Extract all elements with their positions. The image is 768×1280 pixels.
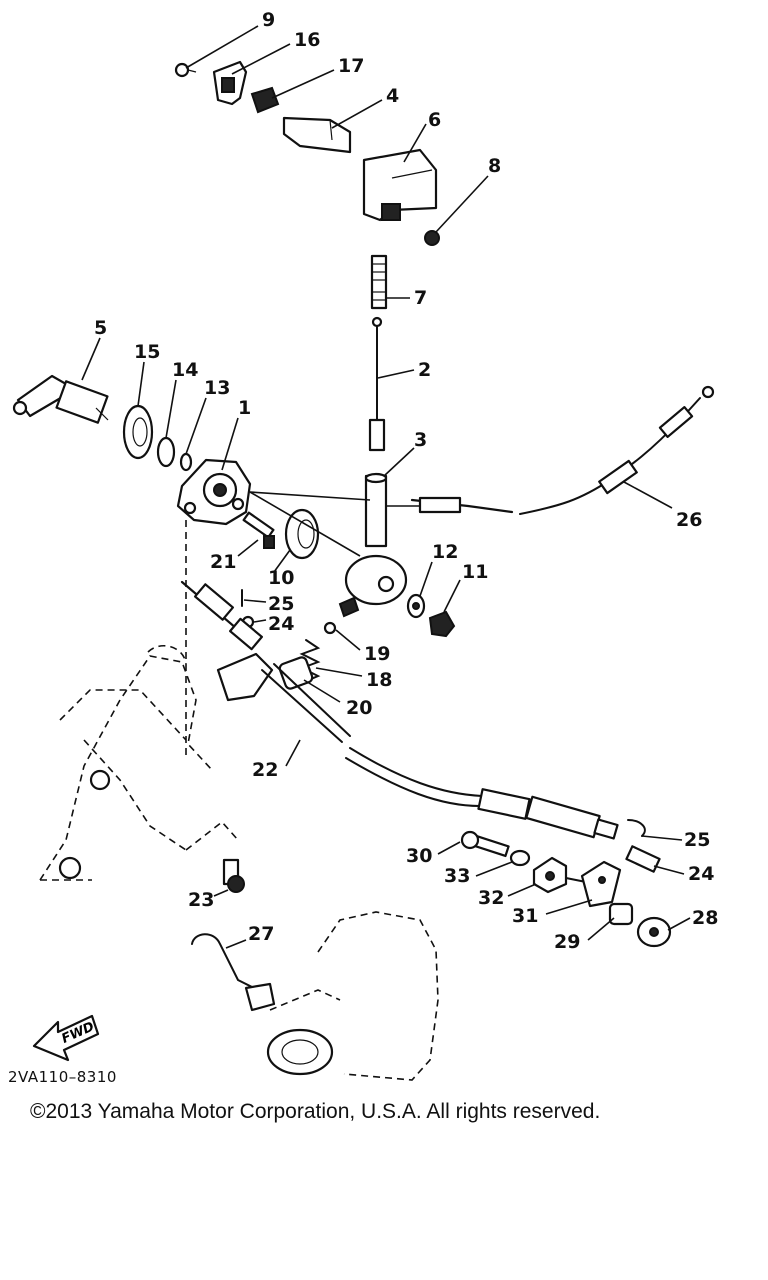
part-26-cable [410,385,715,515]
callout-19: 19 [364,643,390,665]
part-1-housing [176,458,252,526]
callout-31: 31 [512,905,538,927]
lower-gearcase [266,911,439,1081]
part-18-spring [299,639,321,683]
part-8-screw [424,230,440,246]
part-32-lever [532,856,587,894]
part-frame-bracket [39,520,239,881]
callout-14: 14 [172,359,198,381]
part-30-bolt [460,830,510,858]
callout-21: 21 [210,551,236,573]
part-29-collar [608,902,634,926]
callout-7: 7 [414,287,427,309]
callout-24b: 24 [688,863,714,885]
callout-18: 18 [366,669,392,691]
callout-2: 2 [418,359,431,381]
callout-8: 8 [488,155,501,177]
callout-25: 25 [268,593,294,615]
callout-27: 27 [248,923,274,945]
callout-10: 10 [268,567,294,589]
callout-16: 16 [294,29,320,51]
part-5-shaft [12,374,109,424]
callout-9: 9 [262,9,275,31]
part-7-rod [370,254,388,310]
part-23-bolt [222,858,245,893]
callout-17: 17 [338,55,364,77]
callout-23: 23 [188,889,214,911]
callout-33: 33 [444,865,470,887]
callout-1: 1 [238,397,251,419]
part-17-block [250,86,280,114]
part-6-grip [362,148,438,222]
callout-labels: 9 16 17 4 6 8 7 2 5 15 14 13 1 3 26 12 1… [94,9,718,953]
part-25b-cotter-pin [627,819,646,837]
reference-code: 2VA110–8310 [8,1068,117,1086]
fwd-arrow-icon: FWD [32,1014,100,1062]
part-2-pin [368,316,386,452]
callout-29: 29 [554,931,580,953]
part-27-bracket [191,933,276,1012]
part-3-shaft [338,472,408,618]
callout-22: 22 [252,759,278,781]
part-15-seal [122,404,154,460]
part-24b-pin [625,845,661,873]
part-31-plate [580,860,622,908]
callout-11: 11 [462,561,488,583]
part-19-ball [323,621,337,635]
part-13-oring [179,452,193,472]
callout-28: 28 [692,907,718,929]
callout-12: 12 [432,541,458,563]
part-11-nut [428,610,456,638]
callout-4: 4 [386,85,399,107]
callout-3: 3 [414,429,427,451]
part-12-washer [406,593,426,619]
part-21-bolt [242,511,275,549]
callout-20: 20 [346,697,372,719]
callout-25b: 25 [684,829,710,851]
part-16-bracket [212,60,248,106]
callout-26: 26 [676,509,702,531]
callout-24: 24 [268,613,294,635]
callout-15: 15 [134,341,160,363]
callout-32: 32 [478,887,504,909]
copyright-notice: ©2013 Yamaha Motor Corporation, U.S.A. A… [30,1100,601,1123]
callout-5: 5 [94,317,107,339]
leader-lines [81,25,691,949]
part-14-washer [156,436,176,468]
part-28-clip [636,916,672,948]
callout-13: 13 [204,377,230,399]
part-22-rod [180,580,619,840]
part-33-washer [509,849,531,867]
part-9-screw [174,62,197,78]
callout-6: 6 [428,109,441,131]
part-10-seal [284,508,320,560]
callout-30: 30 [406,845,432,867]
